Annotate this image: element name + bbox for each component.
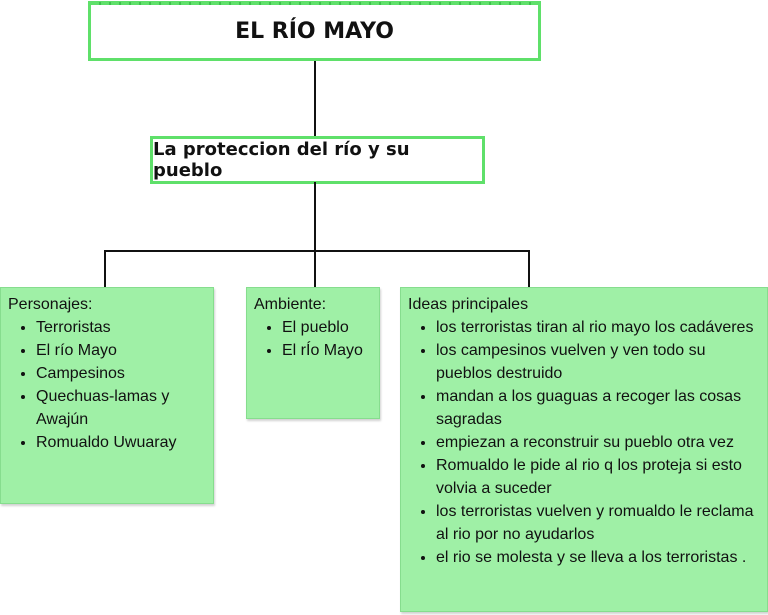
list-item: El pueblo <box>282 316 372 339</box>
connector-subtitle-branch <box>314 182 316 287</box>
list-item: El rÍo Mayo <box>282 339 372 362</box>
main-title-box: EL RÍO MAYO <box>88 1 541 61</box>
list-item: Romualdo le pide al rio q los proteja si… <box>436 454 760 500</box>
connector-horizontal <box>104 250 530 252</box>
list-item: los campesinos vuelven y ven todo su pue… <box>436 339 760 385</box>
connector-title-subtitle <box>314 61 316 136</box>
list-item: los terroristas tiran al rio mayo los ca… <box>436 316 760 339</box>
subtitle-text: La proteccion del río y su pueblo <box>153 139 410 181</box>
list-item: el rio se molesta y se lleva a los terro… <box>436 546 760 569</box>
card-heading: Ideas principales <box>408 296 529 313</box>
card-ideas-principales: Ideas principales los terroristas tiran … <box>400 287 768 612</box>
list-item: empiezan a reconstruir su pueblo otra ve… <box>436 431 760 454</box>
card-heading: Personajes: <box>8 296 93 313</box>
list-item: Campesinos <box>36 362 206 385</box>
card-list: los terroristas tiran al rio mayo los ca… <box>408 316 760 569</box>
list-item: Quechuas-lamas y Awajún <box>36 385 206 431</box>
subtitle-box: La proteccion del río y su pueblo <box>150 136 485 184</box>
connector-left-drop <box>104 250 106 288</box>
card-ambiente: Ambiente: El pueblo El rÍo Mayo <box>246 287 380 419</box>
list-item: los terroristas vuelven y romualdo le re… <box>436 500 760 546</box>
list-item: El río Mayo <box>36 339 206 362</box>
card-list: Terroristas El río Mayo Campesinos Quech… <box>8 316 206 454</box>
card-personajes: Personajes: Terroristas El río Mayo Camp… <box>0 287 214 504</box>
card-heading: Ambiente: <box>254 296 327 313</box>
connector-right-drop <box>528 250 530 288</box>
list-item: mandan a los guaguas a recoger las cosas… <box>436 385 760 431</box>
card-list: El pueblo El rÍo Mayo <box>254 316 372 362</box>
list-item: Romualdo Uwuaray <box>36 431 206 454</box>
main-title: EL RÍO MAYO <box>235 18 394 44</box>
list-item: Terroristas <box>36 316 206 339</box>
